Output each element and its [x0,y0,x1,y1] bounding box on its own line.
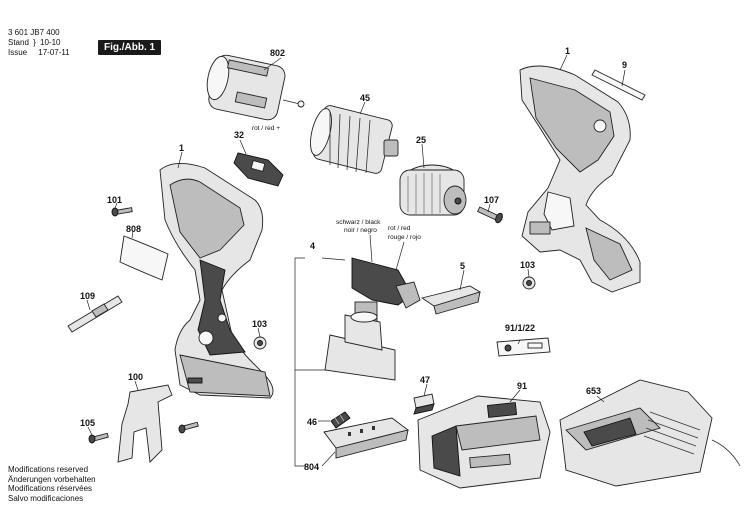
part-number-5: 5 [460,261,465,271]
label-strip-part [591,69,646,101]
part-number-107: 107 [484,195,499,205]
part-number-1-housing: 1 [565,46,570,56]
figure-badge: Fig./Abb. 1 [98,40,162,55]
cover-plate-part [420,285,482,315]
housing-right-part [519,65,641,293]
part-number-91: 91 [517,381,527,391]
document-header: 3 601 JB7 400 Stand } 10-10 Issue } 17-0… [8,28,70,58]
part-number-103-left: 103 [252,319,267,329]
brace-glyph: } [33,38,36,47]
part-number-46: 46 [307,417,317,427]
stand-value: 10-10 [40,38,61,47]
leader-lines [86,54,626,467]
footer-line: Änderungen vorbehalten [8,474,96,484]
footer-line: Modifications reserved [8,465,89,474]
part-number-802: 802 [270,48,285,58]
doc-number: 3 601 JB7 400 [8,28,60,37]
charger-part [559,379,741,487]
part-number-4: 4 [310,241,315,251]
label-sticker-part [119,235,169,281]
screw-clip-part [178,421,199,434]
part-number-91-1-22: 91/1/22 [505,323,535,333]
screw-107-part [477,206,503,224]
gearbox-part [310,105,399,174]
part-number-105: 105 [80,418,95,428]
part-47 [413,393,435,415]
clip-part [233,152,284,187]
part-number-103-right: 103 [520,260,535,270]
switch-black-label-1: schwarz / black [336,219,381,226]
chuck-part [399,164,467,216]
nut-103-right-part [522,276,536,290]
footer-line: Salvo modificaciones [8,493,84,503]
part-number-9: 9 [622,60,627,70]
belt-clip-part [117,384,173,463]
housing-left-part [159,163,274,399]
spring-part [330,411,351,429]
issue-label: Issue [8,48,28,57]
contact-plate-part [323,417,410,459]
screw-101-part [111,207,133,217]
nut-103-left-part [253,336,267,350]
part-number-45: 45 [360,93,370,103]
part-number-47: 47 [420,375,430,385]
part-number-808: 808 [126,224,141,234]
part-number-100: 100 [128,372,143,382]
part-number-804: 804 [304,462,319,472]
battery-label-part [496,337,551,357]
screw-105-part [88,432,109,444]
part-number-653: 653 [586,386,601,396]
part-number-32: 32 [234,130,244,140]
issue-value: 17-07-11 [38,48,70,57]
screwdriver-bit-part [67,295,123,333]
switch-part [324,257,421,381]
modifications-notice: Modifications reserved Änderungen vorbeh… [8,465,96,503]
battery-pack-part [417,395,551,489]
footer-line: Modifications réservées [8,484,93,493]
switch-red-label-1: rot / red [388,225,411,232]
stand-label: Stand [8,38,29,47]
part-number-109: 109 [80,291,95,301]
part-number-25: 25 [416,135,426,145]
motor-part [206,54,305,121]
part-number-1-handle: 1 [179,143,184,153]
switch-black-label-2: noir / negro [344,227,377,234]
part-number-101: 101 [107,195,122,205]
motor-wire-label: rot / red + [252,125,280,132]
switch-red-label-2: rouge / rojo [388,234,421,241]
